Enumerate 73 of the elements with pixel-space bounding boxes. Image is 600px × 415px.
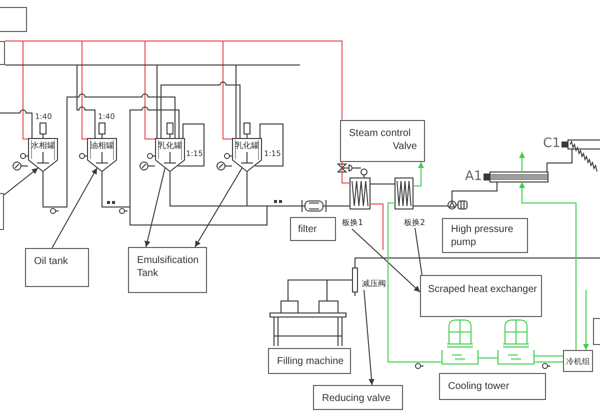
leader-line [414, 228, 422, 276]
callout-label: filter [298, 223, 317, 236]
leader-line [52, 168, 98, 248]
callout-label: Scraped heat exchanger [428, 283, 537, 296]
callout-box [0, 193, 4, 230]
mixing-tank [87, 138, 117, 172]
callout-label: High pressure pump [451, 223, 514, 249]
pipe-line [42, 94, 176, 208]
callout-box [442, 218, 528, 253]
callout-label: Filling machine [277, 355, 344, 368]
leader-line [144, 168, 166, 248]
equipment-tag: C1 [543, 136, 560, 151]
leader-line [4, 168, 38, 196]
callout-label: Oil tank [34, 255, 68, 268]
filter-icon [302, 200, 326, 212]
cooling-tower-icon [442, 320, 478, 364]
callout-box [0, 41, 5, 65]
pipe-line [452, 182, 498, 202]
heat-exchanger-icon [562, 140, 600, 172]
callout-label: Emulsification Tank [137, 254, 200, 280]
pipe-line [0, 110, 32, 138]
callout-box [0, 7, 27, 32]
tank-label: 油相罐 [90, 141, 114, 150]
callout-box [268, 348, 351, 374]
valve-icon [352, 268, 358, 296]
mixing-tank [232, 138, 262, 172]
cooling-tower-icon [498, 320, 534, 364]
equipment-label: 减压阀 [362, 279, 386, 289]
tank-label: 乳化罐 [158, 141, 182, 150]
callout-box [420, 275, 542, 317]
callout-box [593, 318, 600, 345]
callout-label: Steam control Valve [349, 127, 417, 153]
callout-box [313, 385, 403, 410]
heat-exchanger-icon [484, 172, 548, 182]
pipe-line [288, 280, 352, 302]
callout-box [340, 120, 425, 162]
callout-label: Cooling tower [448, 380, 510, 393]
callout-box [25, 248, 89, 287]
pipe-line [4, 64, 96, 138]
leader-line [352, 228, 420, 292]
equipment-box [563, 350, 593, 372]
filling-machine-drawing [270, 300, 346, 346]
pipe-line [254, 124, 284, 166]
tank-label: 水相罐 [31, 141, 55, 150]
callout-label: Reducing valve [322, 392, 390, 405]
leader-line [364, 290, 374, 386]
pipe-line [412, 162, 424, 186]
pipe-line [546, 148, 572, 172]
pump-icon [448, 200, 468, 210]
coil-icon [350, 178, 370, 210]
pipe-line [388, 202, 442, 362]
pipe-line [178, 124, 204, 166]
pipe-line [160, 82, 240, 138]
pipe-line [246, 172, 302, 206]
equipment-label: 冷机组 [566, 357, 590, 367]
pipe-line [342, 162, 350, 184]
equipment-label: 板换1 [342, 218, 364, 228]
pipe-line [519, 182, 576, 350]
equipment-label: 板换2 [404, 218, 426, 228]
pipe-line [519, 152, 525, 172]
tank-label: 乳化罐 [235, 141, 259, 150]
coil-icon [394, 178, 414, 210]
callout-box [128, 247, 207, 293]
pipe-line [4, 40, 232, 140]
mixing-tank [155, 138, 185, 172]
mixing-tank [28, 138, 58, 172]
callout-box [439, 373, 546, 400]
pipe-line [370, 204, 384, 250]
leader-line [194, 168, 242, 248]
pipe-line [354, 258, 600, 268]
equipment-tag: A1 [465, 169, 482, 184]
pipe-line [583, 290, 589, 350]
callout-box [290, 217, 336, 241]
